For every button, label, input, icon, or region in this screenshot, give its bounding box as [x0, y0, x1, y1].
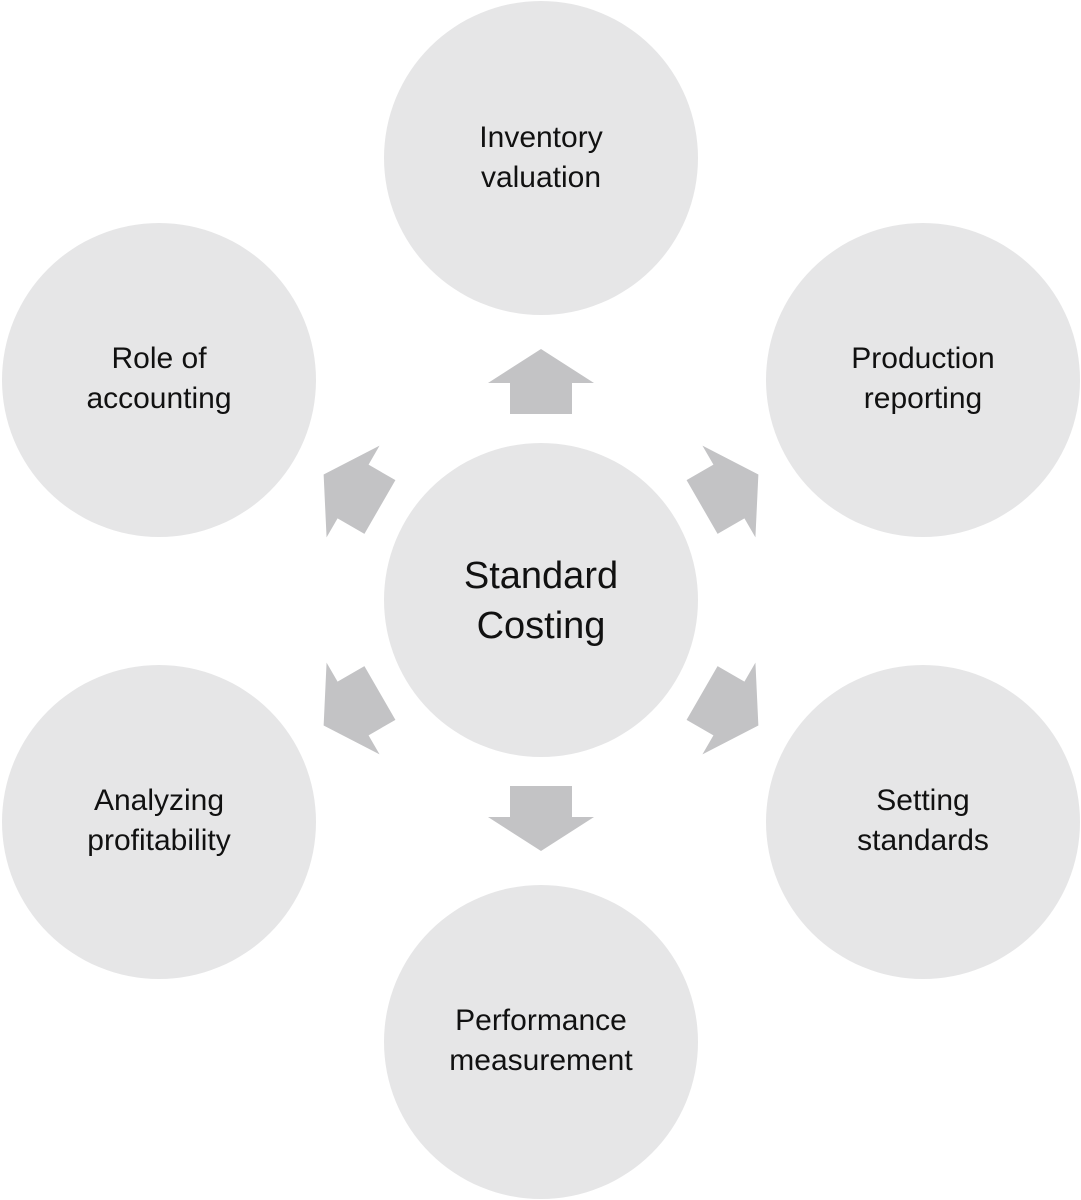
arrow-to-inventory-valuation: [488, 349, 594, 414]
center-label-line2: Costing: [477, 605, 606, 647]
node-analyzing-profitability-label-line2: profitability: [87, 824, 230, 857]
node-inventory-valuation: Inventory valuation: [384, 1, 698, 315]
node-inventory-valuation-label-line1: Inventory: [479, 121, 602, 154]
arrow-to-analyzing-profitability: [323, 662, 396, 755]
center-circle: [384, 443, 698, 757]
node-production-reporting-label-line1: Production: [851, 342, 994, 375]
center-label-line1: Standard: [464, 555, 618, 597]
arrow-to-setting-standards: [686, 662, 759, 755]
arrows: [323, 349, 759, 851]
node-role-of-accounting-label-line1: Role of: [111, 342, 207, 375]
node-setting-standards-circle: [766, 665, 1080, 979]
node-inventory-valuation-label-line2: valuation: [481, 161, 601, 194]
node-role-of-accounting-label-line2: accounting: [86, 382, 231, 415]
node-performance-measurement-label-line1: Performance: [455, 1004, 627, 1037]
node-performance-measurement: Performance measurement: [384, 885, 698, 1199]
center-node-standard-costing: Standard Costing: [384, 443, 698, 757]
node-role-of-accounting-circle: [2, 223, 316, 537]
node-performance-measurement-circle: [384, 885, 698, 1199]
node-setting-standards-label-line1: Setting: [876, 784, 969, 817]
node-analyzing-profitability-circle: [2, 665, 316, 979]
node-analyzing-profitability: Analyzing profitability: [2, 665, 316, 979]
node-setting-standards: Setting standards: [766, 665, 1080, 979]
node-performance-measurement-label-line2: measurement: [449, 1044, 633, 1077]
arrow-to-production-reporting: [686, 445, 759, 538]
node-inventory-valuation-circle: [384, 1, 698, 315]
node-setting-standards-label-line2: standards: [857, 824, 989, 857]
node-production-reporting: Production reporting: [766, 223, 1080, 537]
node-production-reporting-circle: [766, 223, 1080, 537]
arrow-to-role-of-accounting: [323, 445, 396, 538]
node-role-of-accounting: Role of accounting: [2, 223, 316, 537]
node-analyzing-profitability-label-line1: Analyzing: [94, 784, 224, 817]
arrow-to-performance-measurement: [488, 786, 594, 851]
node-production-reporting-label-line2: reporting: [864, 382, 982, 415]
